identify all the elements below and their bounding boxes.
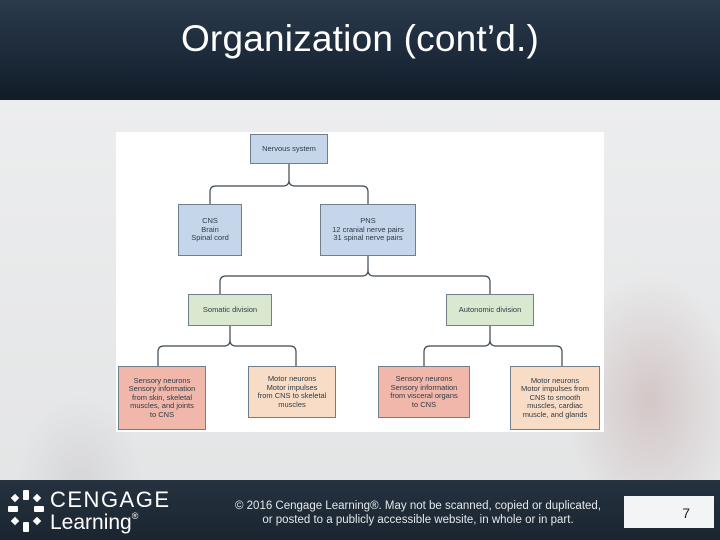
node-text-line: Sensory information	[390, 382, 458, 392]
node-autonomic-division: Autonomic division	[446, 294, 534, 326]
node-pns: PNS 12 cranial nerve pairs 31 spinal ner…	[320, 204, 416, 256]
copyright-line: © 2016 Cengage Learning®. May not be sca…	[234, 500, 602, 512]
node-somatic-division: Somatic division	[188, 294, 272, 326]
cengage-logo-icon	[8, 490, 44, 532]
node-somatic-label: Somatic division	[202, 304, 258, 314]
connector-pns	[219, 256, 491, 294]
node-autonomic-sensory: Sensory neurons Sensory information from…	[378, 366, 470, 418]
node-autonomic-label: Autonomic division	[458, 304, 522, 314]
node-text-line: from visceral organs	[390, 391, 458, 400]
slide-header: Organization (cont’d.)	[0, 0, 720, 100]
node-text-line: muscles, cardiac	[527, 401, 583, 411]
node-text-line: from skin, skeletal	[131, 392, 193, 402]
node-text-line: Motor neurons	[530, 375, 580, 385]
node-text-line: Motor impulses from	[521, 384, 589, 394]
node-text-line: Sensory neurons	[395, 374, 453, 383]
node-text-line: to CNS	[411, 399, 437, 409]
node-cns-line: Spinal cord	[191, 233, 229, 243]
slide-title: Organization (cont’d.)	[180, 18, 540, 59]
copyright-line: or posted to a publicly accessible websi…	[262, 514, 574, 526]
node-pns-line: PNS	[360, 216, 376, 226]
node-somatic-sensory: Sensory neurons Sensory information from…	[118, 366, 206, 430]
node-somatic-motor: Motor neurons Motor impulses from CNS to…	[248, 366, 336, 418]
node-text-line: Sensory information	[128, 384, 196, 394]
node-text-line: muscles	[278, 399, 306, 409]
node-text-line: CNS to smooth	[529, 392, 581, 402]
node-nervous-system-label: Nervous system	[262, 143, 316, 153]
brand-name-top: CENGAGE	[50, 487, 171, 512]
node-cns-line: Brain	[201, 224, 219, 234]
node-pns-line: 31 spinal nerve pairs	[333, 233, 403, 243]
node-text-line: Sensory neurons	[133, 375, 191, 385]
connector-autonomic	[423, 326, 563, 366]
node-cns: CNS Brain Spinal cord	[178, 204, 242, 256]
node-text-line: Motor neurons	[267, 374, 317, 383]
connector-root	[209, 164, 369, 204]
page-number-badge	[624, 496, 714, 528]
diagram-connectors	[157, 164, 563, 366]
brand-registered-mark: ®	[131, 511, 139, 521]
node-pns-line: 12 cranial nerve pairs	[332, 224, 404, 234]
node-text-line: muscle, and glands	[522, 409, 588, 419]
node-text-line: muscles, and joints	[130, 401, 194, 411]
node-nervous-system: Nervous system	[250, 134, 328, 164]
connector-somatic	[157, 326, 297, 366]
node-text-line: from CNS to skeletal	[257, 391, 327, 400]
nervous-system-diagram: Nervous system CNS Brain Spinal cord PNS…	[116, 132, 604, 432]
node-text-line: to CNS	[149, 409, 175, 419]
node-text-line: Motor impulses	[266, 382, 318, 392]
node-autonomic-motor: Motor neurons Motor impulses from CNS to…	[510, 366, 600, 430]
node-cns-line: CNS	[202, 216, 218, 226]
page-number: 7	[682, 505, 690, 521]
copyright-notice: © 2016 Cengage Learning®. May not be sca…	[216, 499, 620, 527]
brand-name-bottom: Learning®	[50, 511, 138, 535]
brand-learning-text: Learning	[50, 511, 132, 534]
slide-footer	[0, 480, 720, 540]
